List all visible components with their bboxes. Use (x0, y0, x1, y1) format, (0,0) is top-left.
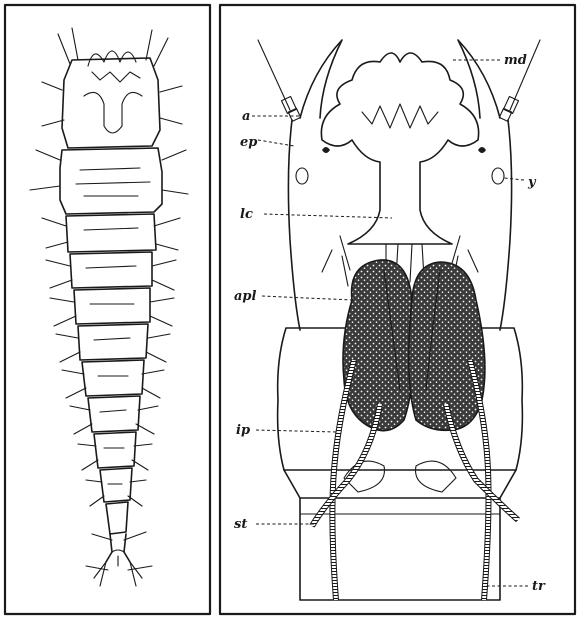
left-panel-frame (5, 5, 210, 614)
label-md: md (504, 53, 527, 68)
salivary-glands (343, 260, 485, 431)
mandibles (300, 40, 500, 118)
labrum-region (321, 53, 478, 244)
label-lc: lc (240, 207, 253, 222)
label-a: a (242, 109, 250, 124)
label-st: st (234, 517, 247, 532)
right-panel: md a ep y lc apl ip st tr (220, 5, 575, 614)
eye-spots (296, 147, 504, 184)
larva-head (62, 58, 160, 148)
label-ip: ip (236, 423, 250, 438)
larva-setae (42, 218, 180, 506)
left-panel (5, 5, 210, 614)
label-tr: tr (532, 579, 546, 594)
larva-body (30, 28, 188, 586)
label-apl: apl (234, 289, 257, 304)
larva-prothorax (60, 148, 162, 214)
label-y: y (527, 175, 537, 190)
label-ep: ep (240, 135, 257, 150)
